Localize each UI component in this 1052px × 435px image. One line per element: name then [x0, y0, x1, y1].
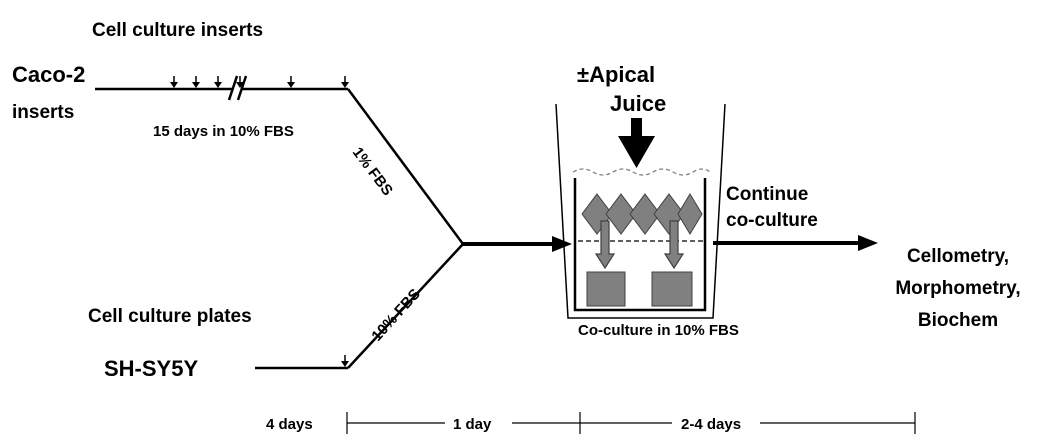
cell-culture-plates-label: Cell culture plates: [88, 306, 252, 327]
arrow-to-outcomes: [713, 235, 878, 251]
fifteen-days-label: 15 days in 10% FBS: [153, 123, 294, 140]
shsy5y-diagonal: [347, 243, 464, 369]
timeline-4-days: 4 days: [266, 416, 313, 433]
arrow-to-coculture: [463, 236, 572, 252]
apical-juice-arrow: [618, 118, 655, 168]
timeline-1-day: 1 day: [453, 416, 492, 433]
outcome-biochem: Biochem: [918, 310, 998, 331]
outcome-morphometry: Morphometry,: [895, 278, 1020, 299]
secretion-arrows: [594, 220, 685, 270]
media-change-arrows: [170, 76, 349, 88]
continue-label-line2: co-culture: [726, 210, 818, 231]
cell-culture-inserts-label: Cell culture inserts: [92, 20, 263, 41]
medium-surface: [572, 168, 711, 176]
shsy5y-cells: [586, 271, 693, 307]
timeline-2-4-days: 2-4 days: [681, 416, 741, 433]
outcome-cellometry: Cellometry,: [907, 246, 1009, 267]
caco2-diagonal: [346, 88, 465, 245]
shsy5y-label: SH-SY5Y: [104, 356, 198, 381]
apical-label-line1: ±Apical: [577, 62, 655, 87]
apical-label-line2: Juice: [610, 91, 666, 116]
bottom-timeline: [346, 412, 916, 434]
coculture-label: Co-culture in 10% FBS: [578, 322, 739, 339]
caco2-timeline-line: [95, 75, 348, 101]
caco2-label: Caco-2: [12, 62, 85, 87]
inserts-label: inserts: [12, 102, 74, 123]
ten-pct-fbs-label: 10% FBS: [368, 286, 424, 345]
caco2-monolayer: [581, 193, 703, 235]
transwell-well: [555, 103, 726, 319]
shsy5y-media-arrow: [341, 355, 349, 367]
transwell-insert: [573, 178, 707, 312]
one-pct-fbs-label: 1% FBS: [349, 144, 396, 199]
continue-label-line1: Continue: [726, 184, 808, 205]
